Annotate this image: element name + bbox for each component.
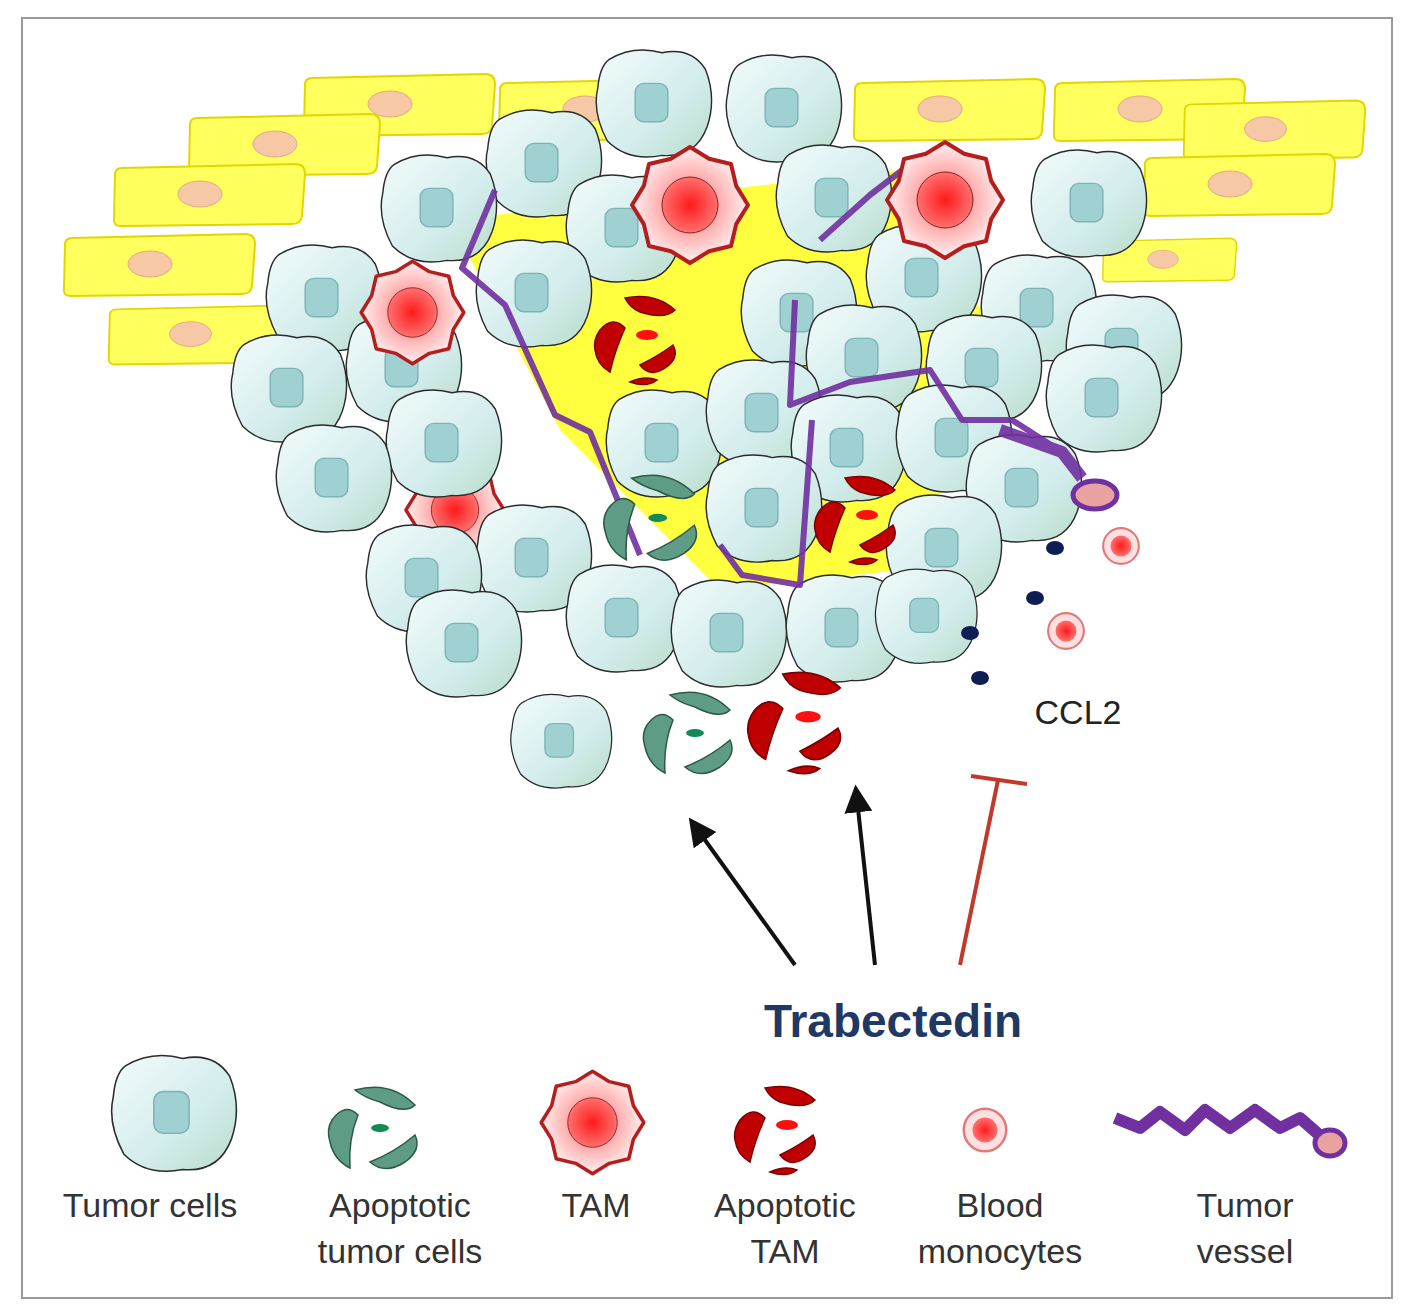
inhibition-bar — [971, 776, 1027, 784]
tumor-vessel — [720, 420, 812, 585]
inhibition-line — [960, 780, 998, 965]
apoptotic-tumor-cell — [643, 692, 732, 773]
tumor-cell — [596, 50, 711, 157]
apoptotic-tam — [815, 477, 896, 565]
apoptotic-tumor-cell — [604, 475, 697, 560]
tumor-cell — [406, 590, 521, 697]
blood-monocyte — [1103, 528, 1139, 564]
stromal-cell — [64, 234, 255, 296]
stromal-cell — [1144, 154, 1335, 216]
legend-apoptotic-tumor-cell — [328, 1087, 417, 1168]
ccl2-dot — [961, 626, 979, 640]
legend-label: Tumor cells — [30, 1183, 270, 1229]
legend-label: Tumor vessel — [1160, 1183, 1330, 1275]
legend-label: Apoptotic tumor cells — [295, 1183, 505, 1275]
tumor-cell — [381, 155, 496, 262]
stromal-cell — [114, 164, 305, 226]
ccl2-dot — [971, 671, 989, 685]
tumor-cells — [231, 50, 1181, 788]
annotation-label: CCL2 — [998, 690, 1158, 736]
legend-icons — [112, 1056, 1345, 1175]
tumor-cell — [1046, 345, 1161, 452]
apoptotic-tam — [748, 672, 841, 773]
tumor-vessel — [462, 190, 640, 555]
ccl2-molecules — [961, 541, 1064, 685]
tumor-cell — [386, 390, 501, 497]
legend-label: Blood monocytes — [900, 1183, 1100, 1275]
tumor-cell — [1031, 150, 1146, 257]
legend-tam — [541, 1071, 644, 1174]
tumor-vessel — [790, 300, 1062, 452]
tam-cell — [361, 261, 464, 364]
annotation-label: Trabectedin — [723, 990, 1063, 1052]
figure-border — [22, 18, 1392, 1298]
stromal-cell — [1184, 101, 1366, 160]
ccl2-dot — [1026, 591, 1044, 605]
legend-apoptotic-tam — [735, 1087, 816, 1175]
tumor-cell — [671, 580, 786, 687]
tumor-cell — [776, 145, 891, 252]
legend-vessel — [1115, 1110, 1325, 1140]
tumor-cell — [566, 565, 681, 672]
legend-label: Apoptotic TAM — [690, 1183, 880, 1275]
induction-arrow — [692, 822, 795, 965]
vessel-end — [1073, 481, 1117, 509]
blood-monocyte — [1048, 613, 1084, 649]
legend-monocyte — [964, 1109, 1007, 1152]
apoptotic-tam — [595, 297, 676, 385]
induction-arrow — [856, 790, 875, 965]
tumor-cell — [511, 694, 612, 788]
stromal-cell — [854, 79, 1045, 141]
tam-cell — [887, 142, 1003, 258]
ccl2-dot — [1046, 541, 1064, 555]
legend-tumor-cell — [112, 1056, 237, 1172]
tumor-vessel — [1000, 430, 1082, 478]
tumor-cell — [276, 425, 391, 532]
tam-cell — [632, 147, 748, 263]
legend-label: TAM — [526, 1183, 666, 1229]
legend-vessel-end — [1315, 1130, 1345, 1156]
tumor-cell — [875, 569, 977, 663]
